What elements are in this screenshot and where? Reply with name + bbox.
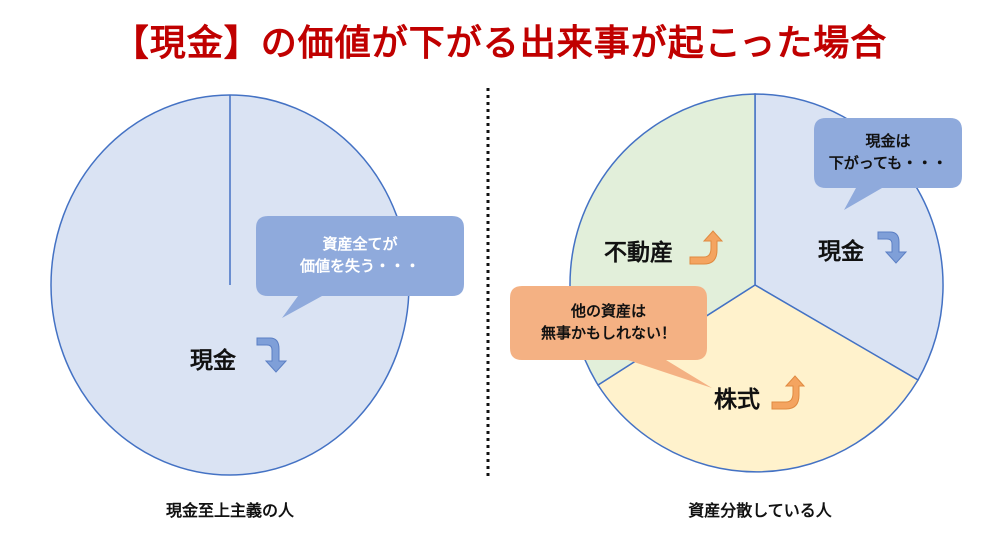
right-cash-speech-bubble bbox=[814, 118, 962, 210]
right-cash-bubble-text: 現金は 下がっても・・・ bbox=[814, 130, 962, 174]
left-speech-bubble bbox=[256, 216, 464, 318]
left-bubble-text: 資産全てが 価値を失う・・・ bbox=[256, 233, 464, 277]
right-others-speech-bubble bbox=[510, 286, 712, 388]
right-cash-bubble-line2: 下がっても・・・ bbox=[828, 154, 948, 172]
right-segment-cash-label: 現金 bbox=[818, 239, 864, 265]
right-caption: 資産分散している人 bbox=[688, 501, 832, 520]
right-segment-real-estate-label: 不動産 bbox=[604, 240, 673, 266]
left-segment-label: 現金 bbox=[190, 348, 236, 374]
arrow-down-icon bbox=[256, 337, 288, 373]
right-others-bubble-text: 他の資産は 無事かもしれない！ bbox=[510, 300, 707, 344]
left-caption: 現金至上主義の人 bbox=[165, 501, 294, 520]
arrow-down-icon bbox=[877, 231, 908, 264]
pie-segment-stocks bbox=[596, 284, 920, 473]
right-others-bubble-line1: 他の資産は bbox=[570, 302, 646, 320]
page-title: 【現金】の価値が下がる出来事が起こった場合 bbox=[112, 23, 888, 64]
arrow-up-icon bbox=[771, 375, 806, 410]
right-cash-bubble-line1: 現金は bbox=[865, 132, 911, 150]
left-bubble-line1: 資産全てが bbox=[322, 235, 398, 253]
left-bubble-line2: 価値を失う・・・ bbox=[299, 257, 420, 275]
right-others-bubble-line2: 無事かもしれない！ bbox=[540, 324, 676, 342]
right-segment-stocks-label: 株式 bbox=[714, 387, 760, 413]
arrow-up-icon bbox=[689, 230, 724, 265]
